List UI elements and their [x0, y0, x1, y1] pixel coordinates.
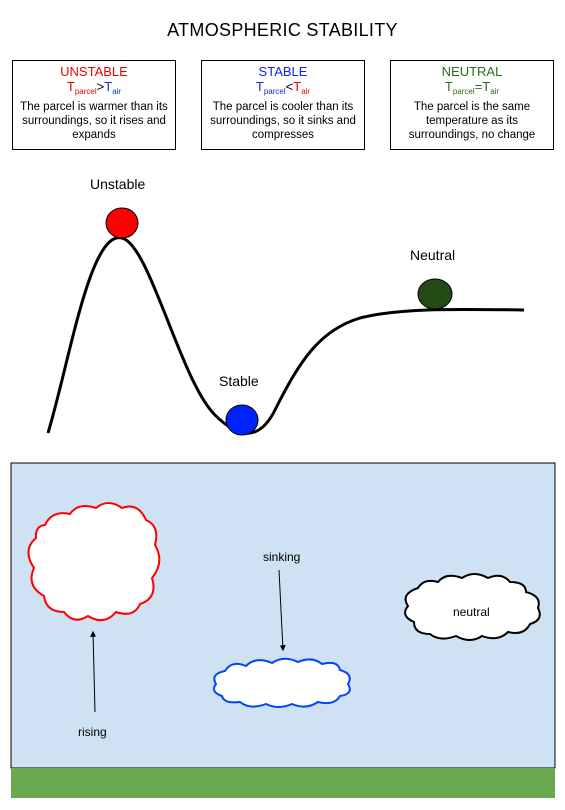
card-name: STABLE [258, 64, 308, 79]
sinking-cloud [213, 657, 351, 708]
stable-card: STABLE Tparcel<Tair The parcel is cooler… [201, 60, 365, 150]
stable-label: Stable [219, 373, 259, 389]
stable-ball [225, 404, 259, 436]
stability-curve [46, 236, 525, 435]
card-name: NEUTRAL [441, 64, 503, 79]
card-name: UNSTABLE [60, 64, 128, 79]
card-equation: Tparcel<Tair [255, 79, 311, 96]
neutral-cloud [404, 573, 541, 641]
neutral-cloud-label: neutral [453, 605, 490, 619]
rising-label: rising [78, 725, 107, 739]
card-description: The parcel is the same temperature as it… [408, 101, 536, 141]
card-equation: Tparcel=Tair [444, 79, 500, 96]
unstable-label: Unstable [90, 176, 146, 192]
neutral-card: NEUTRAL Tparcel=Tair The parcel is the s… [390, 60, 554, 150]
unstable-ball [105, 207, 139, 239]
card-equation: Tparcel>Tair [66, 79, 122, 96]
neutral-ball [417, 278, 453, 310]
page-title: ATMOSPHERIC STABILITY [167, 20, 398, 40]
rising-cloud [27, 502, 161, 622]
neutral-label: Neutral [410, 247, 456, 263]
sinking-arrow [278, 569, 286, 652]
unstable-card: UNSTABLE Tparcel>Tair The parcel is warm… [12, 60, 176, 150]
rising-arrow [90, 630, 97, 713]
sinking-label: sinking [263, 550, 301, 564]
card-description: The parcel is cooler than its surroundin… [210, 101, 356, 141]
card-description: The parcel is warmer than its surroundin… [20, 101, 168, 141]
ground [11, 768, 555, 798]
